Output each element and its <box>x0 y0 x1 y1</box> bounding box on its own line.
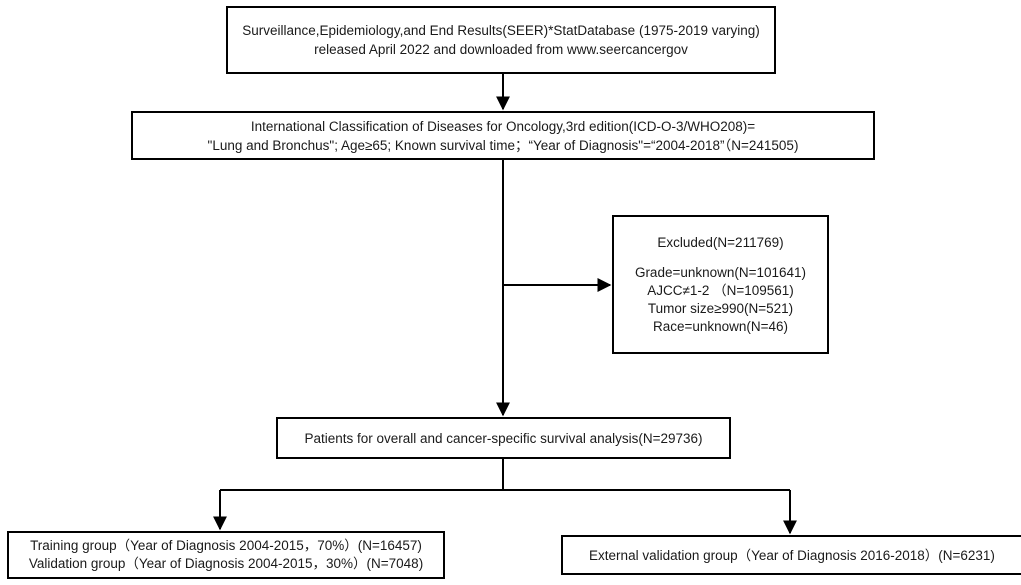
criteria-line-1: International Classification of Diseases… <box>250 118 756 134</box>
excluded-item-ajcc: AJCC≠1-2 （N=109561) <box>647 282 794 298</box>
source-line-1: Surveillance,Epidemiology,and End Result… <box>242 23 760 38</box>
seer-source-box: Surveillance,Epidemiology,and End Result… <box>226 6 776 74</box>
inclusion-criteria-box: International Classification of Diseases… <box>131 111 875 160</box>
validation-line: Validation group（Year of Diagnosis 2004-… <box>28 556 424 571</box>
external-validation-box: External validation group（Year of Diagno… <box>561 535 1021 575</box>
excluded-item-tumor-size: Tumor size≥990(N=521) <box>647 300 794 316</box>
excluded-box: Excluded(N=211769) Grade=unknown(N=10164… <box>612 215 829 354</box>
excluded-item-race: Race=unknown(N=46) <box>652 318 789 334</box>
source-line-2: released April 2022 and downloaded from … <box>314 42 688 57</box>
excluded-item-grade: Grade=unknown(N=101641) <box>634 264 807 280</box>
patients-line: Patients for overall and cancer-specific… <box>304 430 703 446</box>
excluded-title: Excluded(N=211769) <box>657 234 784 250</box>
external-line: External validation group（Year of Diagno… <box>589 547 995 563</box>
training-line: Training group（Year of Diagnosis 2004-20… <box>30 538 422 553</box>
training-validation-box: Training group（Year of Diagnosis 2004-20… <box>7 531 445 579</box>
criteria-line-2: "Lung and Bronchus"; Age≥65; Known survi… <box>207 137 799 153</box>
patients-box: Patients for overall and cancer-specific… <box>276 417 731 459</box>
